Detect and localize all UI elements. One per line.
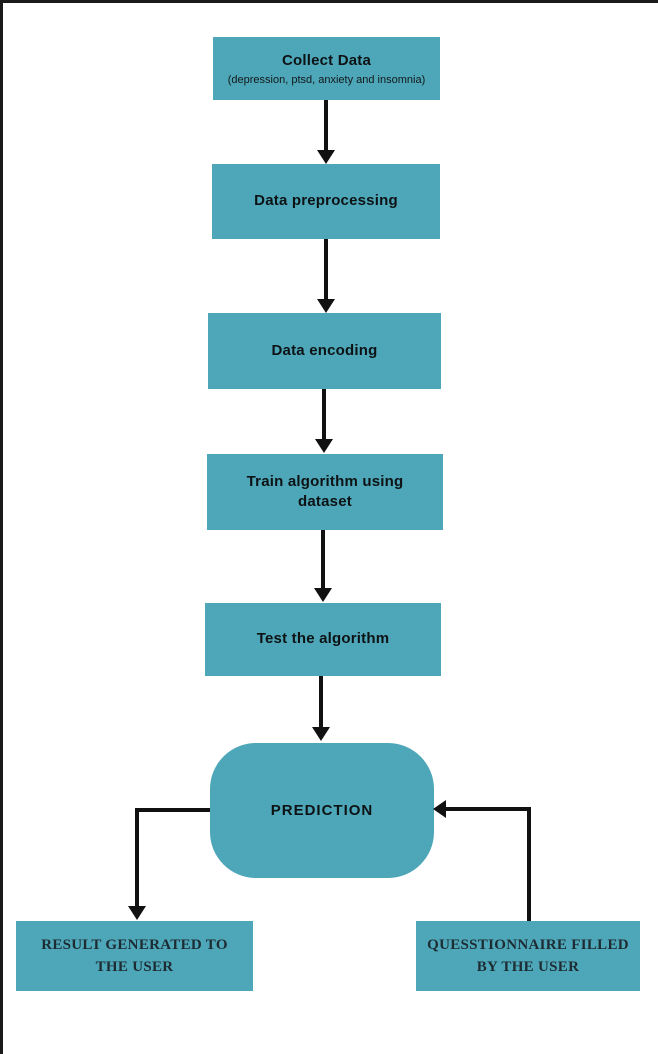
arrow-preprocessing-to-encoding-line bbox=[324, 239, 328, 300]
step-box-train-algorithm: Train algorithm using dataset bbox=[207, 454, 443, 530]
questionnaire-box: QUESSTIONNAIRE FILLED BY THE USER bbox=[416, 921, 640, 991]
arrow-test-to-prediction-line bbox=[319, 676, 323, 728]
step-title: Test the algorithm bbox=[256, 630, 390, 648]
step-title: Train algorithm using dataset bbox=[246, 472, 404, 510]
step-subtitle: (depression, ptsd, anxiety and insomnia) bbox=[227, 73, 426, 86]
arrowhead-down-icon bbox=[314, 588, 332, 602]
prediction-box: PREDICTION bbox=[210, 743, 434, 878]
step-box-data-encoding: Data encoding bbox=[208, 313, 441, 389]
arrowhead-down-icon bbox=[317, 150, 335, 164]
prediction-label: PREDICTION bbox=[270, 802, 374, 819]
arrow-collect-to-preprocessing-line bbox=[324, 100, 328, 151]
arrow-prediction-to-result-vline bbox=[135, 808, 139, 907]
result-label: RESULT GENERATED TO THE USER bbox=[41, 936, 228, 976]
result-box: RESULT GENERATED TO THE USER bbox=[16, 921, 253, 991]
arrowhead-down-icon bbox=[312, 727, 330, 741]
arrow-encoding-to-train-line bbox=[322, 389, 326, 440]
arrow-questionnaire-to-prediction-vline bbox=[527, 807, 531, 921]
questionnaire-label: QUESSTIONNAIRE FILLED BY THE USER bbox=[427, 936, 629, 976]
arrowhead-down-icon bbox=[128, 906, 146, 920]
arrow-prediction-to-result-hline bbox=[135, 808, 210, 812]
arrow-questionnaire-to-prediction-hline bbox=[446, 807, 531, 811]
step-box-data-preprocessing: Data preprocessing bbox=[212, 164, 440, 239]
step-title: Collect Data bbox=[281, 52, 372, 70]
page-border-left bbox=[0, 0, 3, 1054]
arrow-train-to-test-line bbox=[321, 530, 325, 589]
step-box-collect-data: Collect Data (depression, ptsd, anxiety … bbox=[213, 37, 440, 100]
arrowhead-down-icon bbox=[317, 299, 335, 313]
step-box-test-algorithm: Test the algorithm bbox=[205, 603, 441, 676]
step-title: Data preprocessing bbox=[254, 192, 398, 210]
page-border-top bbox=[0, 0, 658, 3]
arrowhead-down-icon bbox=[315, 439, 333, 453]
step-title: Data encoding bbox=[271, 341, 378, 359]
arrowhead-left-icon bbox=[433, 800, 446, 818]
